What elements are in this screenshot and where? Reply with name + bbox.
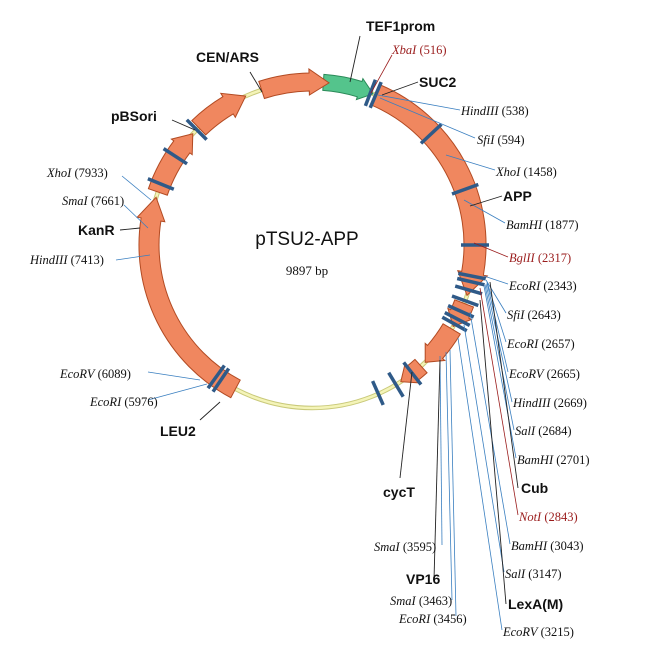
cenars-arrow — [258, 68, 330, 100]
site-label: SmaI (7661) — [62, 194, 124, 208]
site-label: XhoI (1458) — [495, 165, 557, 179]
lexa-arrow — [424, 323, 461, 363]
site-label: EcoRI (2657) — [506, 337, 575, 351]
restriction-site-tick — [206, 364, 226, 390]
plasmid-size: 9897 bp — [286, 263, 328, 278]
restriction-site-tick — [457, 271, 487, 281]
leu2-arrow — [136, 196, 241, 399]
label-kanr: KanR — [78, 222, 115, 238]
site-label: SfiI (2643) — [507, 308, 561, 322]
site-ticks — [147, 79, 489, 406]
site-label: HindIII (7413) — [29, 253, 104, 267]
site-label: SmaI (3595) — [374, 540, 436, 554]
restriction-site-tick — [441, 315, 468, 333]
label-leu2: LEU2 — [160, 423, 196, 439]
restriction-site-tick — [451, 182, 479, 196]
restriction-site-tick — [368, 81, 383, 109]
tef1prom-arrow — [322, 73, 374, 101]
site-label: HindIII (2669) — [512, 396, 587, 410]
site-label: BamHI (1877) — [506, 218, 579, 232]
restriction-site-tick — [419, 123, 443, 145]
label-app: APP — [503, 188, 532, 204]
restriction-site-tick — [363, 79, 378, 107]
site-label: EcoRV (2665) — [508, 367, 580, 381]
restriction-site-tick — [162, 147, 188, 166]
restriction-site-tick — [447, 304, 475, 319]
site-label: BamHI (2701) — [517, 453, 590, 467]
kanr-arrow — [147, 133, 194, 196]
site-leaders — [115, 35, 519, 631]
restriction-site-tick — [387, 371, 405, 398]
site-label: EcoRV (3215) — [502, 625, 574, 639]
site-label: XbaI (516) — [391, 43, 447, 57]
label-suc2: SUC2 — [419, 74, 457, 90]
restriction-site-tick — [451, 294, 479, 308]
restriction-site-tick — [454, 284, 483, 296]
site-label: EcoRI (2343) — [508, 279, 577, 293]
site-label: SalI (2684) — [515, 424, 572, 438]
site-label: XhoI (7933) — [46, 166, 108, 180]
restriction-site-tick — [443, 311, 471, 327]
site-label: BglII (2317) — [509, 251, 571, 265]
site-label: EcoRV (6089) — [59, 367, 131, 381]
restriction-site-tick — [211, 367, 231, 393]
plasmid-name: pTSU2-APP — [255, 229, 358, 250]
label-vp16: VP16 — [406, 571, 440, 587]
restriction-site-tick — [402, 361, 423, 386]
restriction-site-tick — [185, 118, 208, 141]
site-label: SmaI (3463) — [390, 594, 452, 608]
restriction-site-tick — [147, 177, 175, 191]
site-label: EcoRI (5976) — [89, 395, 158, 409]
label-lexa: LexA(M) — [508, 596, 563, 612]
label-pbsori: pBSori — [111, 108, 157, 124]
pbsori-arrow — [191, 92, 247, 136]
site-label: SalI (3147) — [505, 567, 562, 581]
site-label: HindIII (538) — [460, 104, 529, 118]
label-tef1prom: TEF1prom — [366, 18, 435, 34]
site-label: NotI (2843) — [518, 510, 578, 524]
label-cyct: cycT — [383, 484, 415, 500]
label-cub: Cub — [521, 480, 548, 496]
label-cenars: CEN/ARS — [196, 49, 259, 65]
restriction-site-tick — [456, 276, 485, 287]
site-label: SfiI (594) — [477, 133, 525, 147]
site-label: EcoRI (3456) — [398, 612, 467, 626]
cyct-marker — [371, 380, 385, 406]
vp16-arrow — [400, 358, 428, 384]
site-label: BamHI (3043) — [511, 539, 584, 553]
